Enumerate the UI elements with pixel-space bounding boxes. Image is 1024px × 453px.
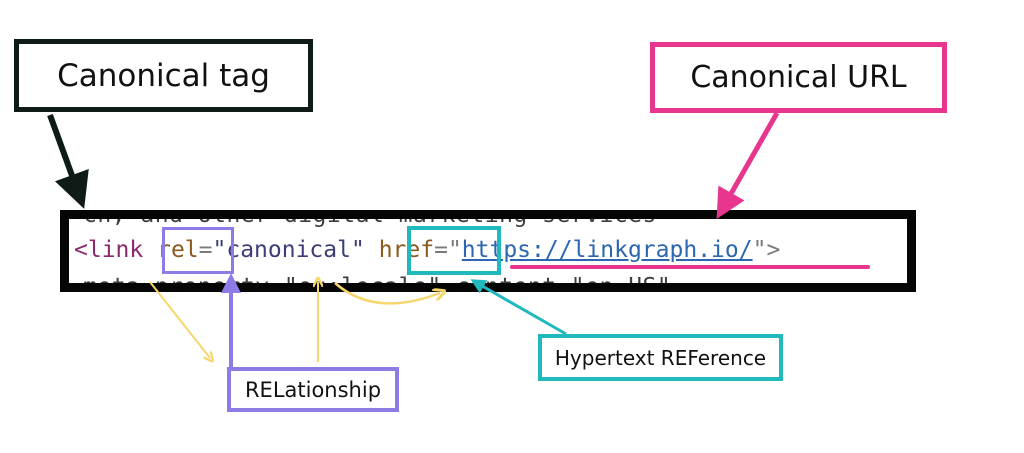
canonical-url-label: Canonical URL xyxy=(690,60,907,95)
code-fragment-above: ch, and other digital marketing services xyxy=(83,210,657,228)
hypertext-reference-arrow xyxy=(470,279,567,336)
code-tag-close: "> xyxy=(752,237,781,263)
code-equals-1: = xyxy=(198,237,213,263)
code-quote-open: " xyxy=(447,237,462,263)
href-highlight-box xyxy=(407,226,501,275)
hypertext-reference-callout: Hypertext REFerence xyxy=(538,334,783,381)
canonical-url-callout: Canonical URL xyxy=(650,42,947,113)
url-underline xyxy=(510,265,870,269)
code-href-attribute: href xyxy=(378,237,435,263)
code-fragment-below: meta property="og:locale" content="en_US… xyxy=(83,274,672,292)
code-equals-2: = xyxy=(434,237,448,263)
code-canonical-url: https://linkgraph.io/ xyxy=(461,237,753,263)
relationship-label: RELationship xyxy=(244,377,382,402)
canonical-tag-label: Canonical tag xyxy=(57,57,270,94)
relationship-callout: RELationship xyxy=(227,367,399,412)
code-snippet-panel: ch, and other digital marketing services… xyxy=(60,210,916,292)
link-to-relationship-arrow xyxy=(149,281,210,358)
code-link-open: <link xyxy=(74,237,158,263)
canonical-tag-callout: Canonical tag xyxy=(14,39,313,112)
canonical-tag-arrow xyxy=(47,113,89,209)
rel-highlight-box xyxy=(162,227,234,274)
canonical-url-arrow xyxy=(716,111,780,220)
hypertext-reference-label: Hypertext REFerence xyxy=(554,345,767,370)
canonical-to-href-arrow xyxy=(334,282,440,305)
code-rel-value: "canonical" xyxy=(212,237,365,263)
